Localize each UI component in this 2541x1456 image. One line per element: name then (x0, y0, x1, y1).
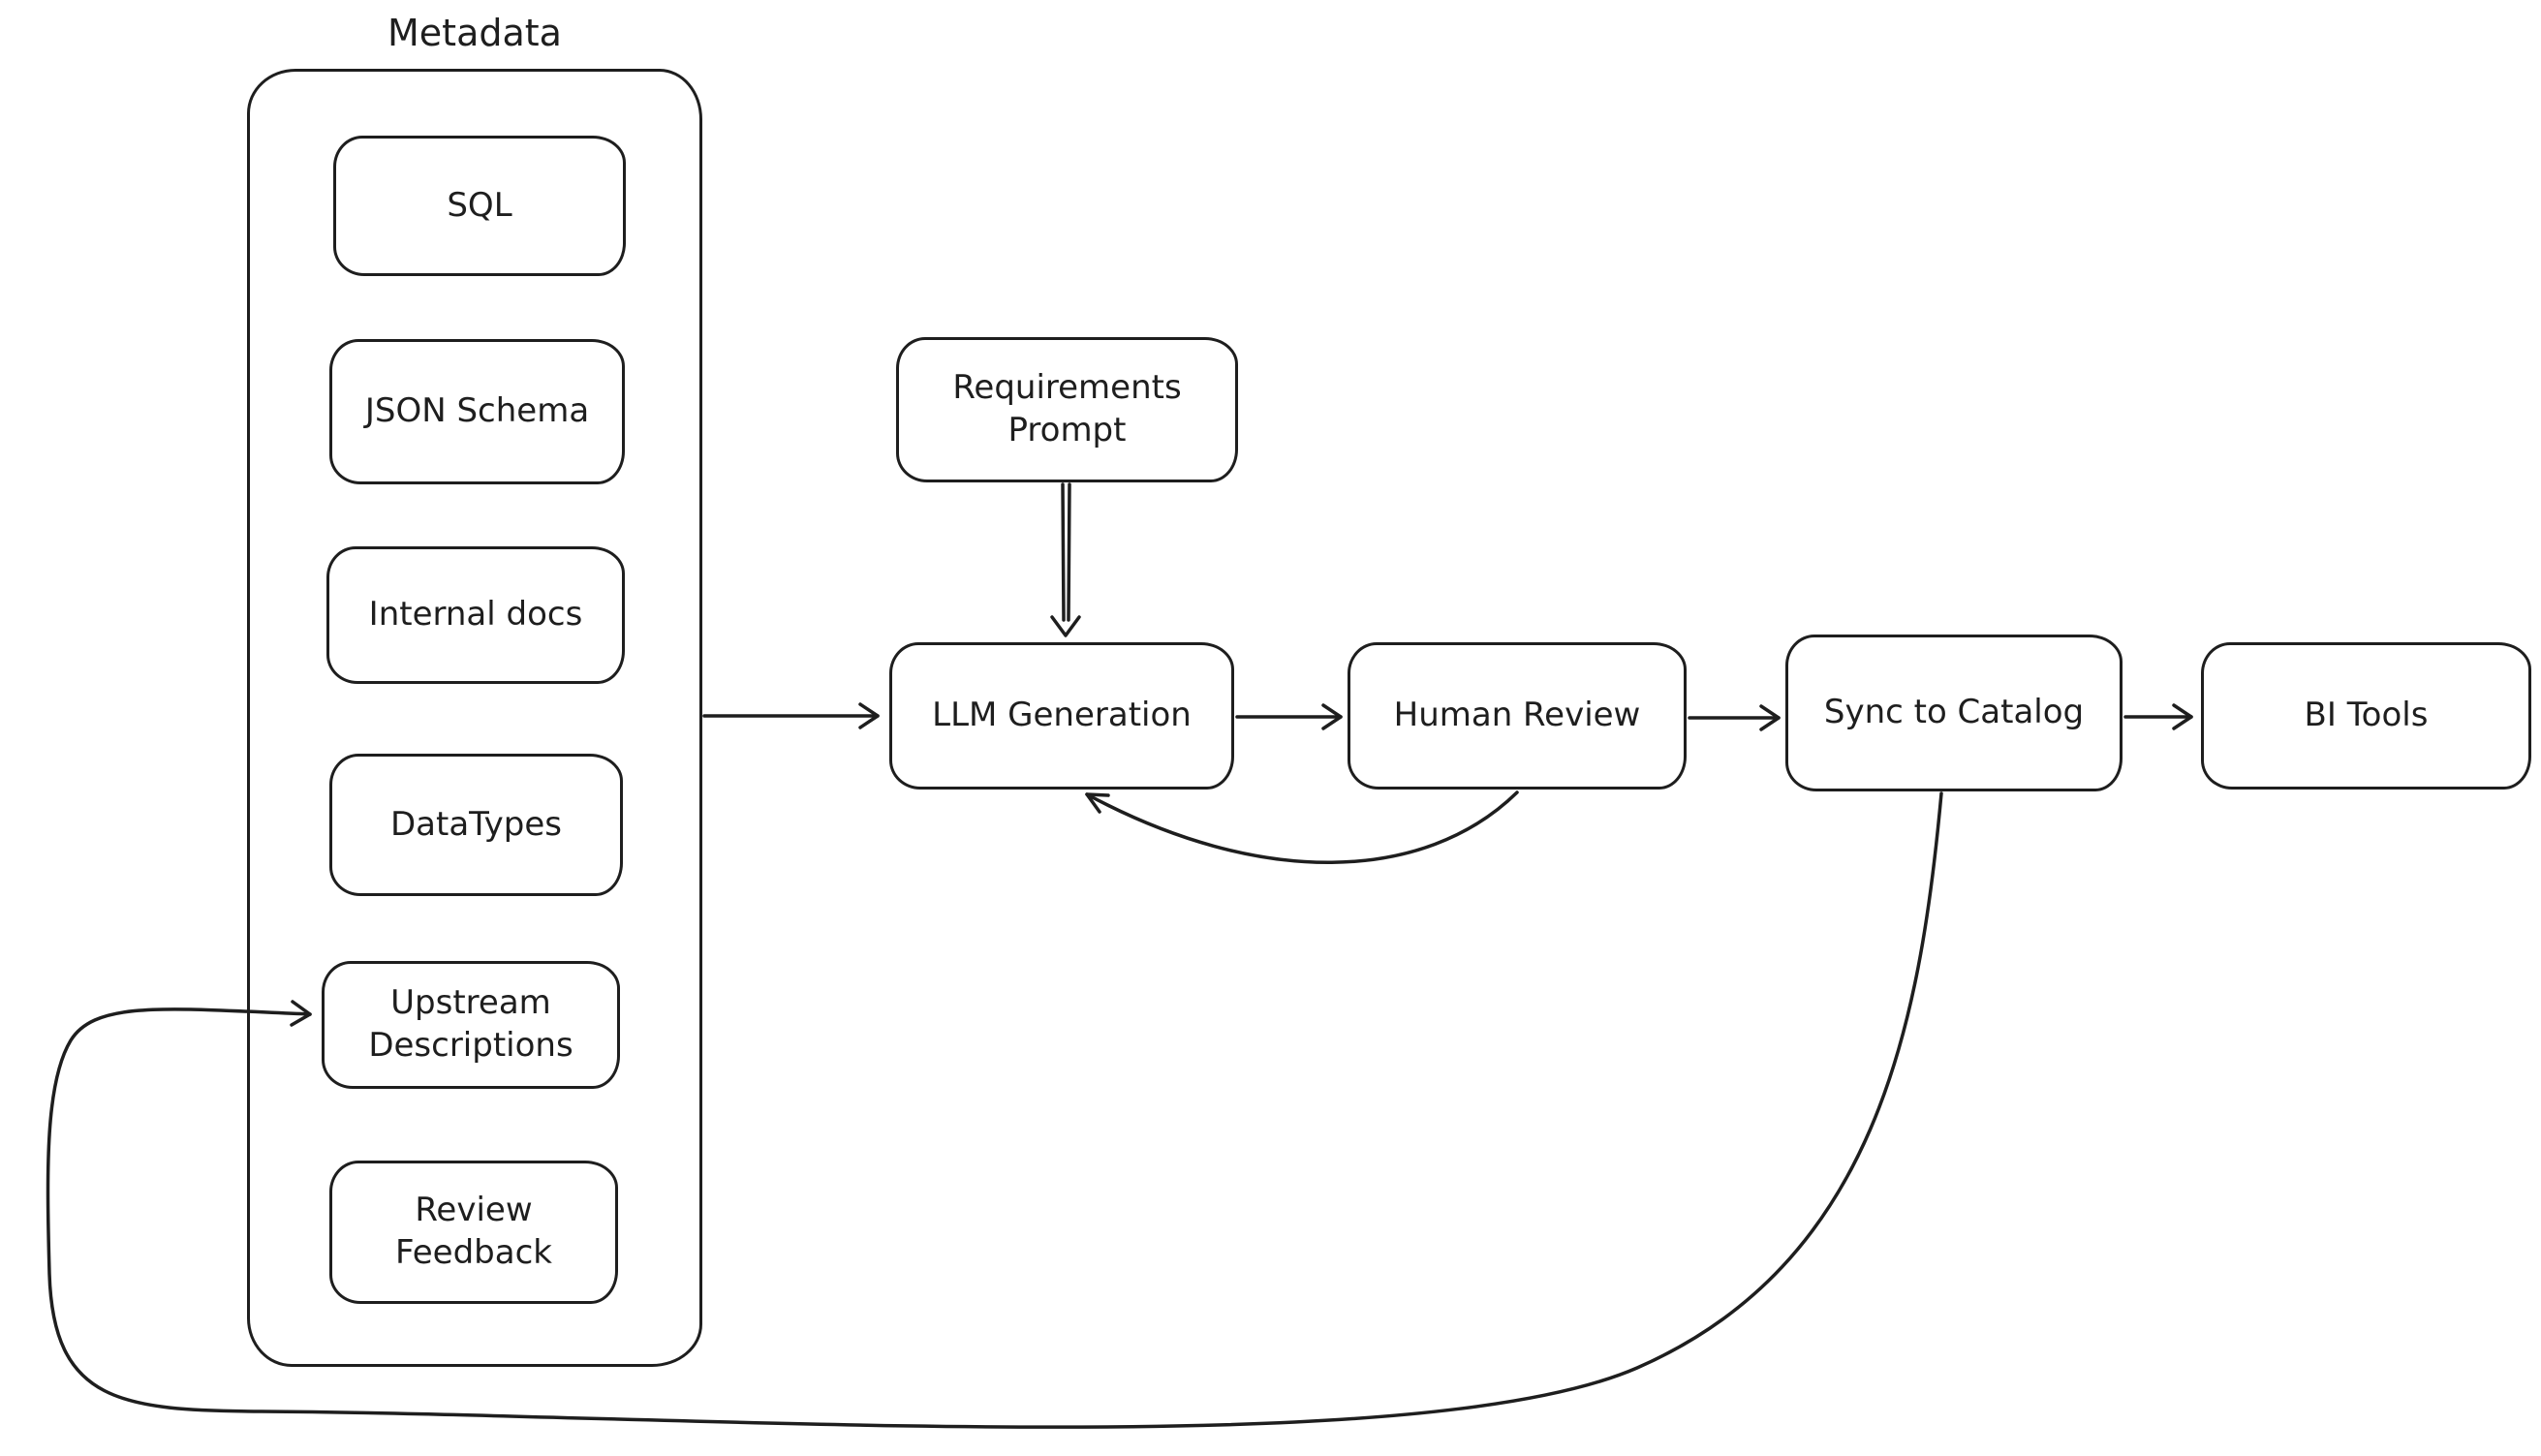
node-bi-tools: BI Tools (2201, 642, 2531, 790)
node-sync-to-catalog: Sync to Catalog (1785, 635, 2123, 791)
node-sql: SQL (333, 136, 626, 276)
edge-metadata-to-llm-generation (702, 702, 880, 729)
edge-human-review-to-sync-to-catalog (1688, 704, 1781, 731)
edge-human-review-to-llm-generation-feedback (1085, 790, 1519, 864)
edge-llm-generation-to-human-review (1235, 703, 1343, 730)
node-requirements-prompt: Requirements Prompt (896, 337, 1238, 482)
node-datatypes: DataTypes (329, 754, 623, 896)
node-review-feedback: Review Feedback (329, 1161, 618, 1304)
edge-requirements-prompt-to-llm-generation (1050, 482, 1081, 637)
node-json-schema: JSON Schema (329, 339, 625, 484)
node-internal-docs: Internal docs (326, 546, 625, 684)
node-upstream-descriptions: Upstream Descriptions (322, 961, 620, 1089)
node-llm-generation: LLM Generation (889, 642, 1234, 790)
node-human-review: Human Review (1348, 642, 1687, 790)
metadata-group-label: Metadata (387, 12, 562, 54)
edge-sync-to-catalog-to-bi-tools (2123, 703, 2193, 730)
